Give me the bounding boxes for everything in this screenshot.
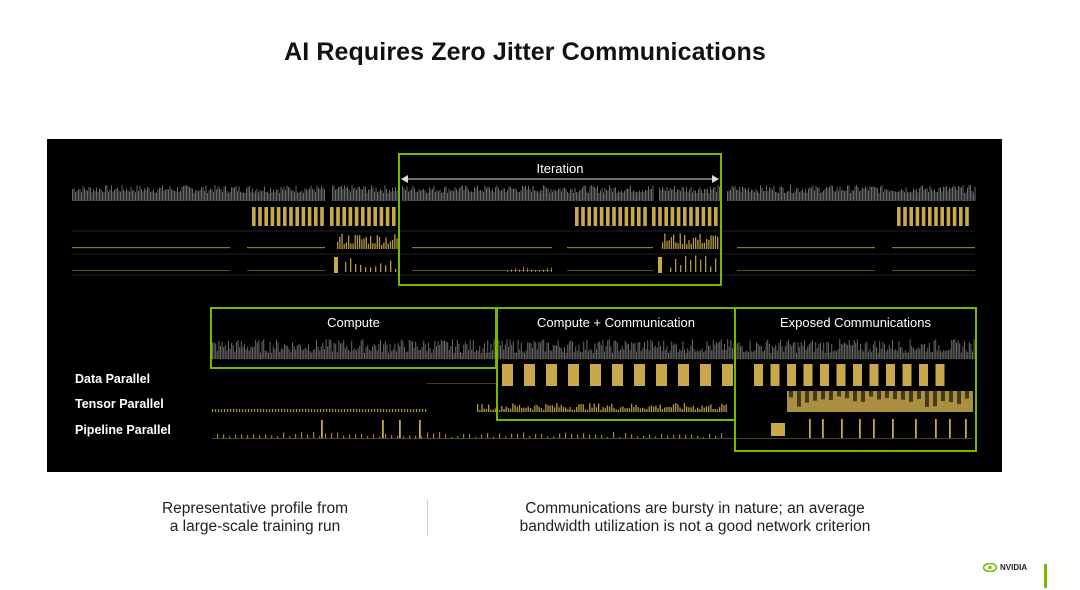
exposed-comm-box: Exposed Communications xyxy=(734,307,977,452)
exposed-comm-label: Exposed Communications xyxy=(779,315,932,330)
slide-title: AI Requires Zero Jitter Communications xyxy=(284,38,766,66)
caption-right-line-1: Communications are bursty in nature; an … xyxy=(525,500,865,517)
caption-divider xyxy=(427,500,428,536)
compute-comm-box: Compute + Communication xyxy=(496,307,736,421)
iteration-box: Iteration xyxy=(398,153,722,286)
nvidia-logo: NVIDIA xyxy=(983,563,1027,572)
profile-trace-graphic xyxy=(72,175,976,439)
iteration-label: Iteration xyxy=(536,161,584,176)
caption-right: Communications are bursty in nature; an … xyxy=(470,500,920,536)
accent-bar xyxy=(1044,564,1047,588)
nvidia-eye-icon xyxy=(983,563,997,572)
compute-label: Compute xyxy=(327,315,380,330)
profile-panel: Iteration Compute Compute + Communicatio… xyxy=(47,139,1002,472)
nvidia-wordmark: NVIDIA xyxy=(1000,563,1028,572)
caption-left-line-1: Representative profile from xyxy=(161,500,349,517)
row-label-pipeline-parallel: Pipeline Parallel xyxy=(75,423,171,437)
compute-comm-label: Compute + Communication xyxy=(537,315,695,330)
caption-left-line-2: a large-scale training run xyxy=(169,518,341,535)
caption-left: Representative profile from a large-scal… xyxy=(130,500,380,536)
row-label-tensor-parallel: Tensor Parallel xyxy=(75,397,164,411)
caption-right-line-2: bandwidth utilization is not a good netw… xyxy=(519,518,871,535)
compute-box: Compute xyxy=(210,307,497,369)
row-label-data-parallel: Data Parallel xyxy=(75,372,151,386)
